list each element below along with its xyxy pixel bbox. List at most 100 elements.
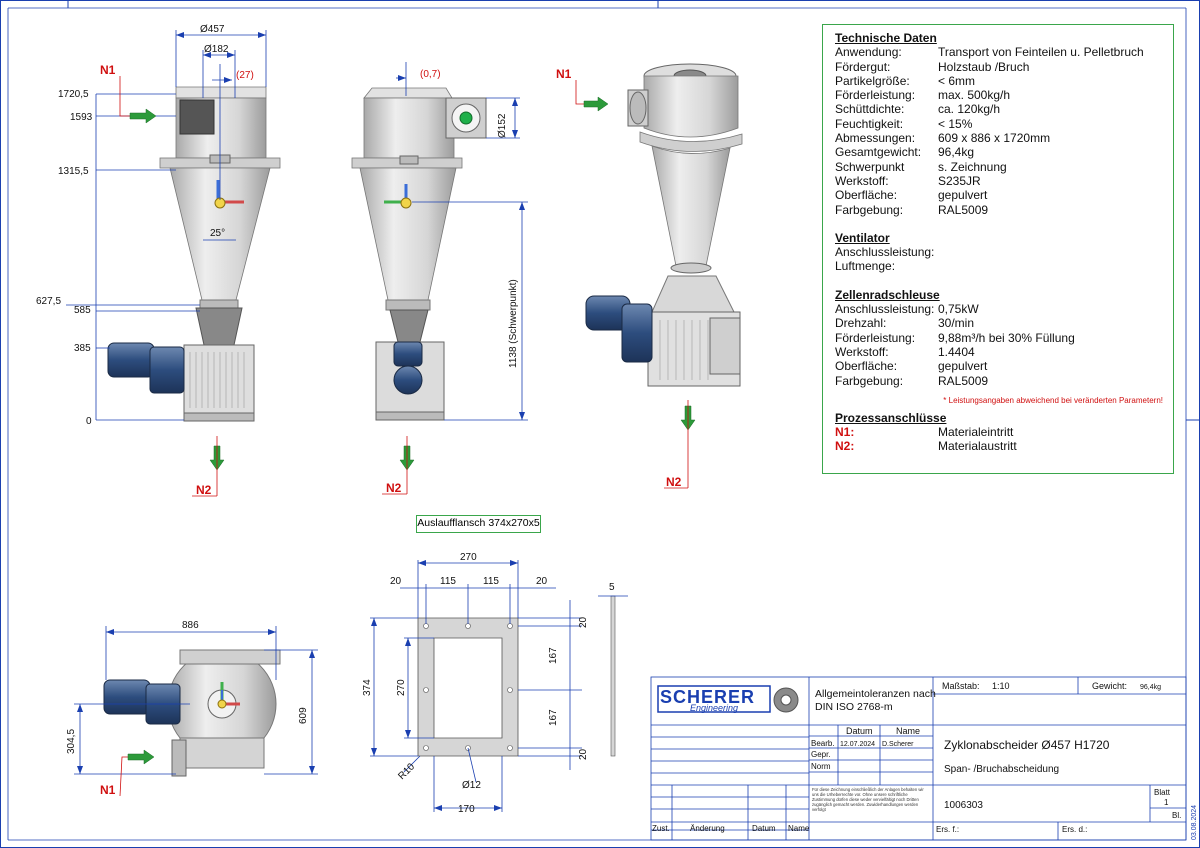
technical-data-panel: Technische Daten Anwendung:Transport von… xyxy=(822,24,1174,474)
zellenradschleuse-value: 30/min xyxy=(938,316,975,331)
technische-daten-value: 609 x 886 x 1720mm xyxy=(938,131,1051,146)
technische-daten-key: Farbgebung: xyxy=(835,202,904,217)
dim-h1315: 1315,5 xyxy=(58,166,89,177)
svg-text:SCHERER: SCHERER xyxy=(660,687,755,707)
technische-daten-key: Förderleistung: xyxy=(835,88,916,103)
flange-view: 270 20 115 115 20 5 20 167 167 20 374 27… xyxy=(362,552,628,815)
gewicht-label: Gewicht: xyxy=(1092,681,1127,691)
label-n2-side: N2 xyxy=(386,481,402,495)
dim-h20a: 20 xyxy=(578,616,589,628)
dim-h0: 0 xyxy=(86,416,92,427)
prozess-row: N2:Materialaustritt xyxy=(835,439,1163,453)
zellenradschleuse-value: 9,88m³/h bei 30% Füllung xyxy=(938,330,1075,345)
section-title-zellenradschleuse: Zellenradschleuse xyxy=(835,287,940,302)
technische-daten-row: Oberfläche:gepulvert xyxy=(835,188,1163,202)
technische-daten-value: Holzstaub /Bruch xyxy=(938,59,1030,74)
zellenradschleuse-key: Förderleistung: xyxy=(835,330,916,345)
ventilator-row: Anschlussleistung: xyxy=(835,245,1163,259)
ventilator-row: Luftmenge: xyxy=(835,259,1163,273)
dim-w886: 886 xyxy=(182,620,199,631)
side-date: 03.08.2024 xyxy=(1191,805,1198,840)
ers-d: Ers. d.: xyxy=(1062,825,1087,834)
zellenradschleuse-key: Werkstoff: xyxy=(835,344,889,359)
blatt-value: 1 xyxy=(1164,798,1169,807)
arrow-n1-front xyxy=(129,108,157,124)
technische-daten-key: Anwendung: xyxy=(835,45,902,60)
zellenradschleuse-key: Oberfläche: xyxy=(835,359,898,374)
zellenradschleuse-value: gepulvert xyxy=(938,359,988,374)
dim-w170: 170 xyxy=(458,804,475,815)
zellenradschleuse-value: RAL5009 xyxy=(938,373,989,388)
tolerance-line1: Allgemeintoleranzen nach xyxy=(815,688,936,700)
technische-daten-value: RAL5009 xyxy=(938,202,989,217)
dim-t5: 5 xyxy=(609,582,615,593)
zellenradschleuse-value: 1.4404 xyxy=(938,344,975,359)
technische-daten-value: s. Zeichnung xyxy=(938,159,1007,174)
dim-h585: 585 xyxy=(74,305,91,316)
zellenradschleuse-row: Oberfläche: gepulvert xyxy=(835,359,1163,373)
front-view: Ø457 Ø182 (27) 1720,5 1593 1315,5 627,5 … xyxy=(36,24,281,497)
performance-note: * Leistungsangaben abweichend bei veränd… xyxy=(943,395,1163,405)
flange-label: Auslaufflansch 374x270x5 xyxy=(416,515,541,533)
ventilator-key: Luftmenge: xyxy=(835,259,896,274)
massstab-label: Maßstab: xyxy=(942,681,980,691)
dim-27: (27) xyxy=(236,70,254,81)
dim-h1593: 1593 xyxy=(70,112,93,123)
zellenradschleuse-row: Werkstoff: 1.4404 xyxy=(835,345,1163,359)
norm-label: Norm xyxy=(811,762,831,771)
name2-label: Name xyxy=(788,824,810,833)
copyright-note: Für diese Zeichnung einschließlich der A… xyxy=(812,787,924,812)
zellenradschleuse-row: Farbgebung:RAL5009 xyxy=(835,374,1163,388)
prozess-value: Materialeintritt xyxy=(938,425,1014,440)
svg-text:Engineering: Engineering xyxy=(690,703,738,713)
name-label: Name xyxy=(896,726,920,736)
dim-h20b: 20 xyxy=(578,748,589,760)
ers-f: Ers. f.: xyxy=(936,825,959,834)
zellenradschleuse-row: Drehzahl: 30/min xyxy=(835,316,1163,330)
dim-h1138: 1138 (Schwerpunkt) xyxy=(508,279,519,368)
dim-w20a: 20 xyxy=(390,576,402,587)
prozess-key: N1: xyxy=(835,425,855,440)
dim-w270: 270 xyxy=(460,552,477,563)
zust-label: Zust. xyxy=(652,824,670,833)
section-title-ventilator: Ventilator xyxy=(835,230,890,245)
technische-daten-row: Farbgebung: RAL5009 xyxy=(835,203,1163,217)
technische-daten-row: Werkstoff:S235JR xyxy=(835,174,1163,188)
technische-daten-value: 96,4kg xyxy=(938,145,975,160)
dim-w115a: 115 xyxy=(440,576,456,587)
drawing-number: 1006303 xyxy=(944,800,983,811)
section-title-prozessanschluesse: Prozessanschlüsse xyxy=(835,410,947,425)
dim-d457: Ø457 xyxy=(200,24,225,35)
top-view: 886 609 304,5 N1 xyxy=(66,620,318,797)
bl-label: Bl. xyxy=(1172,811,1181,820)
gewicht-value: 96,4kg xyxy=(1140,684,1161,691)
dim-h1720: 1720,5 xyxy=(58,89,89,100)
technische-daten-row: Abmessungen:609 x 886 x 1720mm xyxy=(835,131,1163,145)
dim-07: (0,7) xyxy=(420,69,441,80)
zellenradschleuse-row: Anschlussleistung:0,75kW xyxy=(835,302,1163,316)
dim-h609: 609 xyxy=(298,707,309,724)
technische-daten-value: ca. 120kg/h xyxy=(938,102,1001,117)
technische-daten-row: Feuchtigkeit:< 15% xyxy=(835,117,1163,131)
technische-daten-row: Schwerpunkt s. Zeichnung xyxy=(835,160,1163,174)
technische-daten-row: Förderleistung:max. 500kg/h xyxy=(835,88,1163,102)
technische-daten-row: Gesamtgewicht:96,4kg xyxy=(835,145,1163,159)
technische-daten-key: Fördergut: xyxy=(835,59,891,74)
bearb-label: Bearb. xyxy=(811,739,835,748)
arrow-n1-iso xyxy=(583,96,609,112)
technische-daten-value: Transport von Feinteilen u. Pelletbruch xyxy=(938,45,1144,60)
arrow-n1-top xyxy=(127,749,155,765)
prozess-value: Materialaustritt xyxy=(938,439,1017,454)
aenderung-label: Änderung xyxy=(690,824,725,833)
technische-daten-row: Schüttdichte: ca. 120kg/h xyxy=(835,102,1163,116)
gepr-label: Gepr. xyxy=(811,750,831,759)
zellenradschleuse-key: Drehzahl: xyxy=(835,316,887,331)
technische-daten-key: Schüttdichte: xyxy=(835,102,905,117)
technische-daten-value: < 15% xyxy=(938,116,973,131)
dim-w20b: 20 xyxy=(536,576,548,587)
ventilator-key: Anschlussleistung: xyxy=(835,245,935,260)
technische-daten-key: Schwerpunkt xyxy=(835,159,905,174)
technische-daten-value: < 6mm xyxy=(938,73,976,88)
technische-daten-key: Partikelgröße: xyxy=(835,73,910,88)
datum-label: Datum xyxy=(846,726,873,736)
